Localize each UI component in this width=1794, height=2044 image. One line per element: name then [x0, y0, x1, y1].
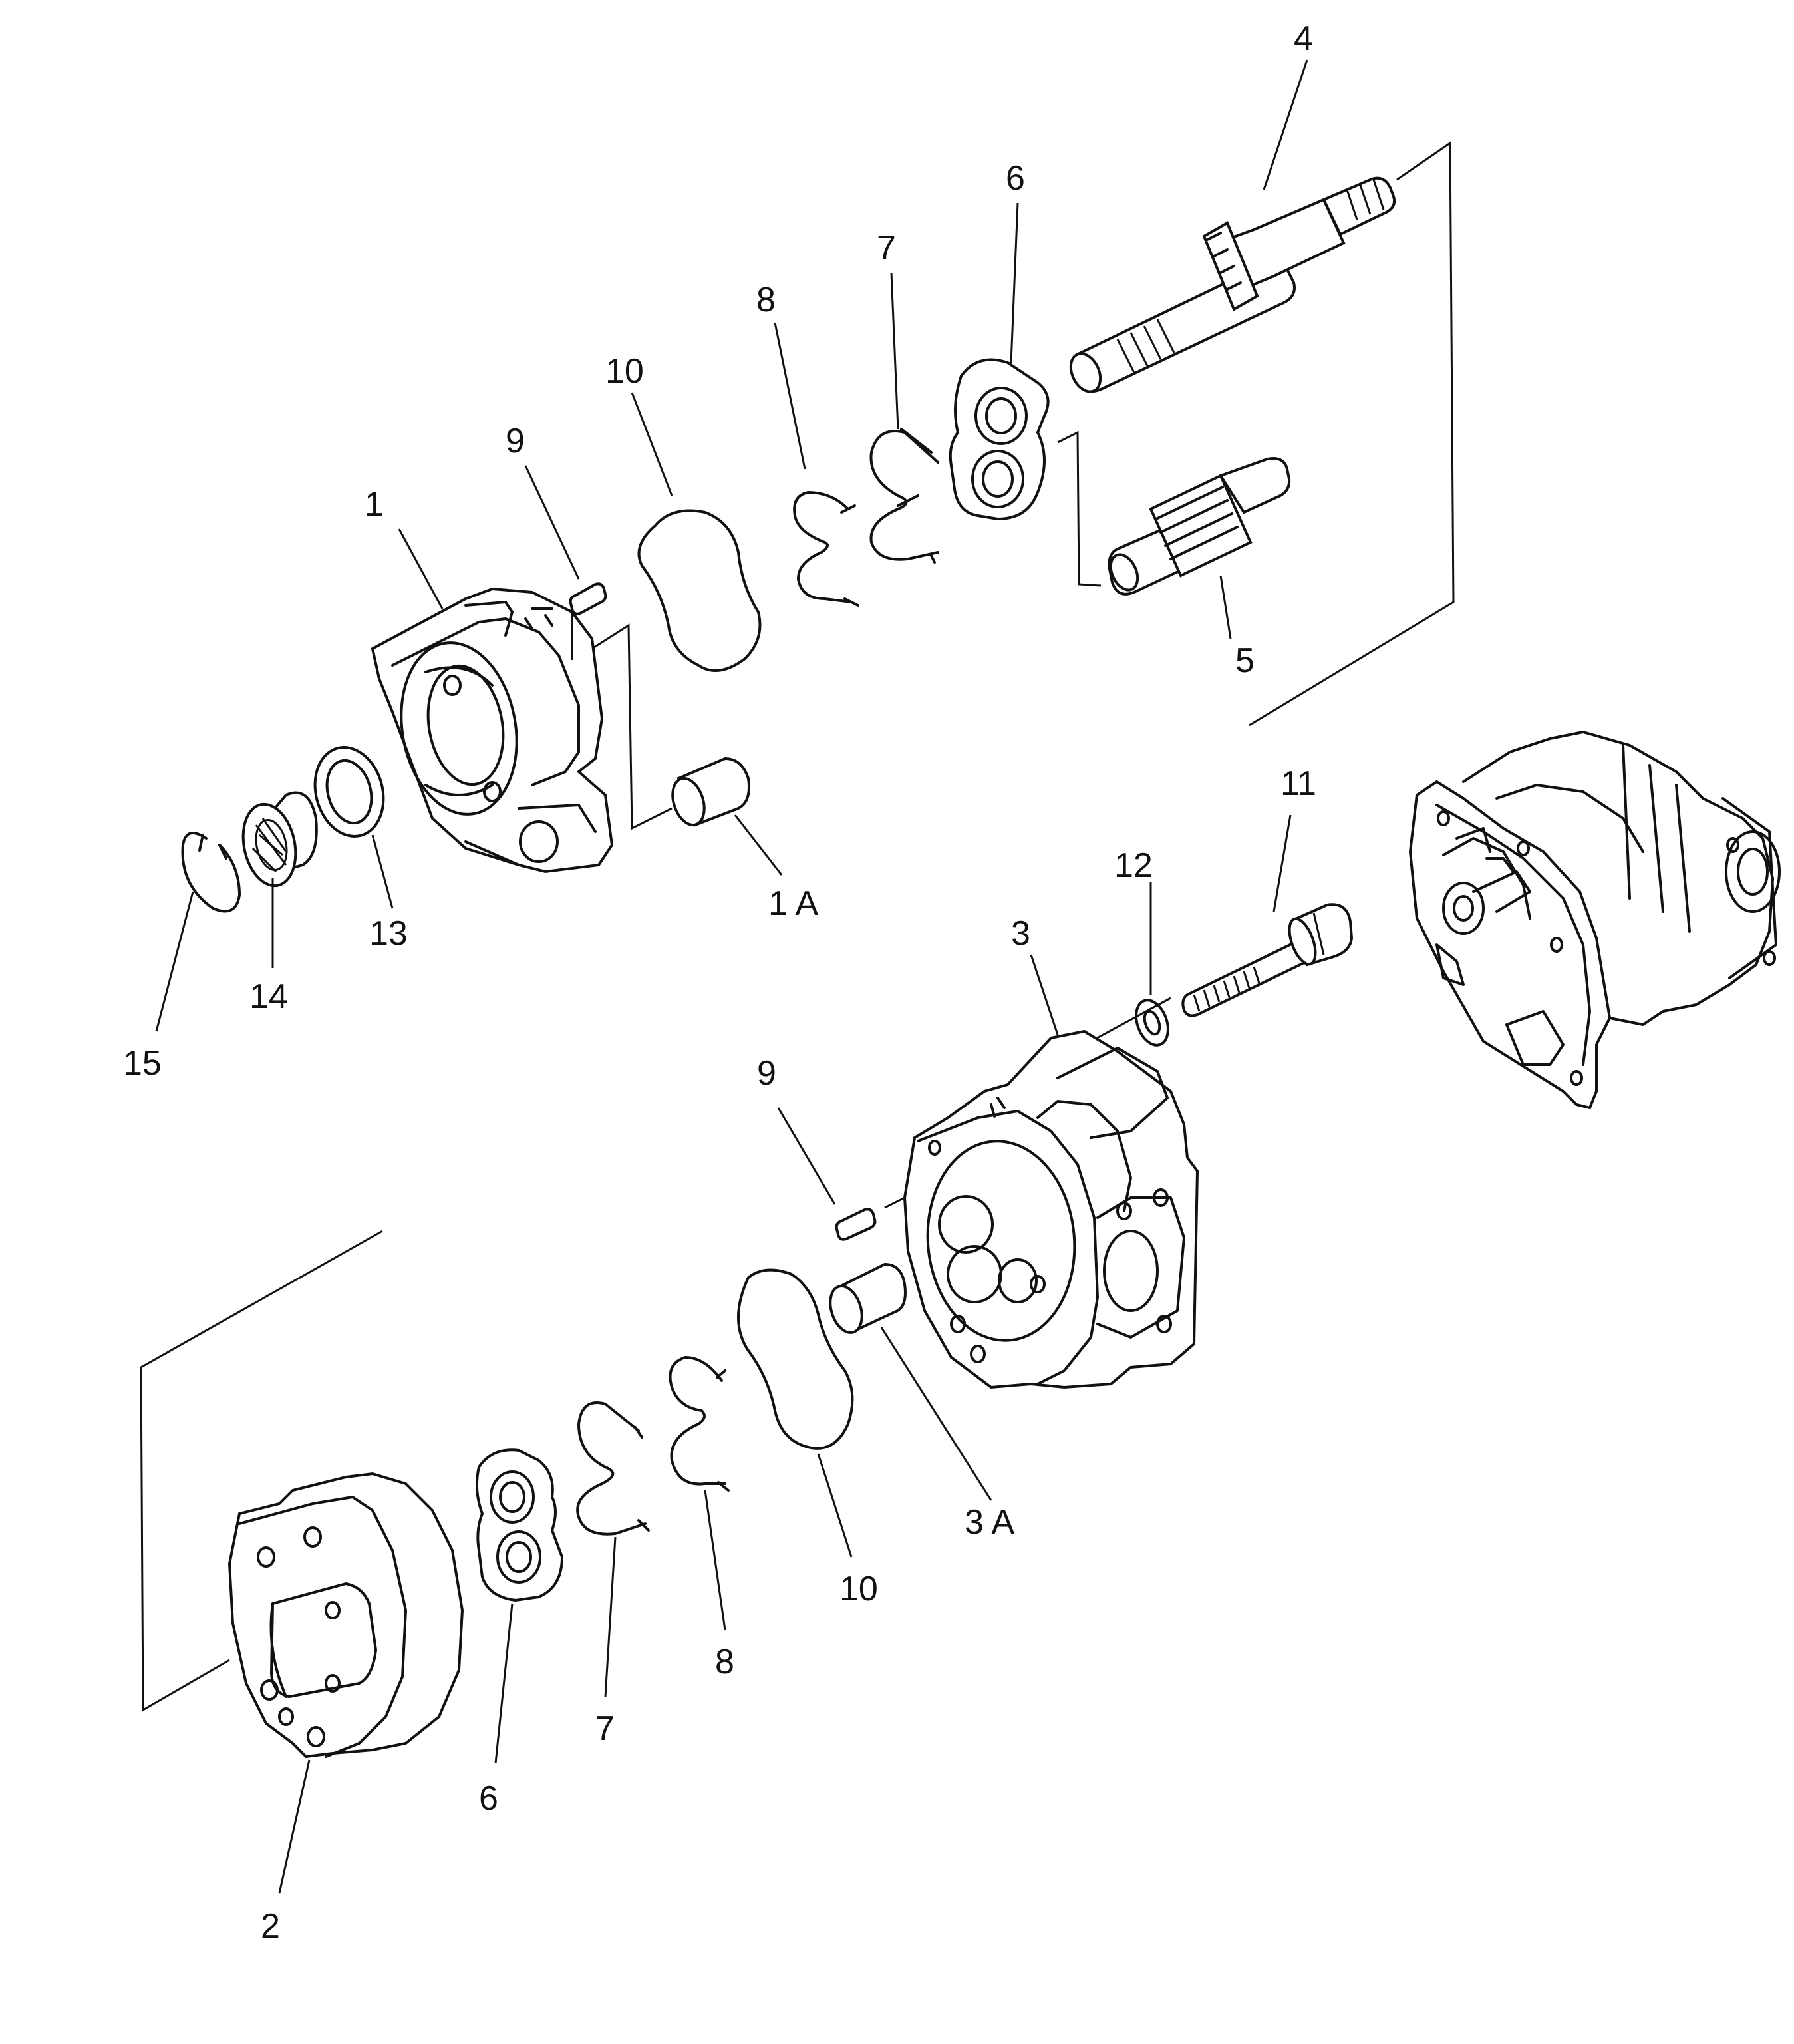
callout-7-bottom: 7 — [595, 1709, 615, 1748]
front-cover-part-1 — [371, 587, 614, 874]
callout-9-top: 9 — [506, 422, 525, 460]
callout-labels: 4 6 7 8 10 9 1 5 1 A 11 12 3 13 14 15 9 … — [123, 19, 1316, 1946]
callout-12: 12 — [1114, 846, 1153, 885]
oil-seal-part-14 — [241, 791, 318, 888]
snap-ring-part-15 — [181, 832, 241, 913]
rear-cover-part-2 — [227, 1472, 464, 1759]
callout-11: 11 — [1280, 765, 1316, 803]
driven-gear-part-5 — [1108, 457, 1291, 596]
gear-case-part-3 — [903, 1029, 1199, 1389]
callout-1A: 1 A — [768, 884, 818, 923]
callout-8-top: 8 — [756, 281, 776, 319]
assembled-pump-reference — [1408, 731, 1781, 1110]
callout-1: 1 — [365, 485, 384, 524]
dowel-pin-part-9-bottom — [835, 1208, 877, 1241]
seal-part-8-bottom — [669, 1356, 730, 1492]
callout-7-top: 7 — [877, 229, 896, 267]
o-ring-part-10-bottom — [737, 1268, 854, 1450]
callout-3: 3 — [1011, 914, 1030, 953]
callout-10-top: 10 — [605, 352, 644, 391]
callout-13: 13 — [369, 914, 408, 953]
callout-2: 2 — [261, 1907, 280, 1946]
dowel-pin-part-9-top — [569, 582, 607, 615]
callout-15: 15 — [123, 1044, 162, 1083]
callout-4: 4 — [1294, 19, 1313, 58]
bushing-part-1A — [671, 757, 750, 827]
callout-3A: 3 A — [965, 1503, 1014, 1542]
backup-ring-part-7-top — [869, 428, 939, 564]
bushing-part-3A — [829, 1262, 907, 1334]
o-ring-part-10-top — [637, 509, 762, 672]
washer-part-13 — [313, 746, 385, 838]
bushing-plate-part-6-bottom — [476, 1448, 564, 1602]
bracket-lines — [140, 141, 1455, 1712]
leader-lines — [155, 59, 1308, 1894]
backup-ring-part-7-bottom — [576, 1401, 650, 1536]
washer-part-12 — [1135, 999, 1169, 1047]
callout-8-bottom: 8 — [715, 1643, 734, 1681]
seal-part-8-top — [793, 491, 859, 607]
bolt-part-11 — [1181, 903, 1354, 1017]
callout-5: 5 — [1235, 641, 1255, 680]
drive-shaft-part-4 — [1069, 176, 1396, 393]
callout-14: 14 — [249, 977, 288, 1016]
callout-6-bottom: 6 — [479, 1779, 498, 1818]
callout-10-bottom: 10 — [839, 1570, 878, 1608]
callout-6-top: 6 — [1006, 159, 1025, 198]
bushing-plate-part-6-top — [949, 358, 1050, 521]
callout-9-bottom: 9 — [757, 1054, 776, 1093]
